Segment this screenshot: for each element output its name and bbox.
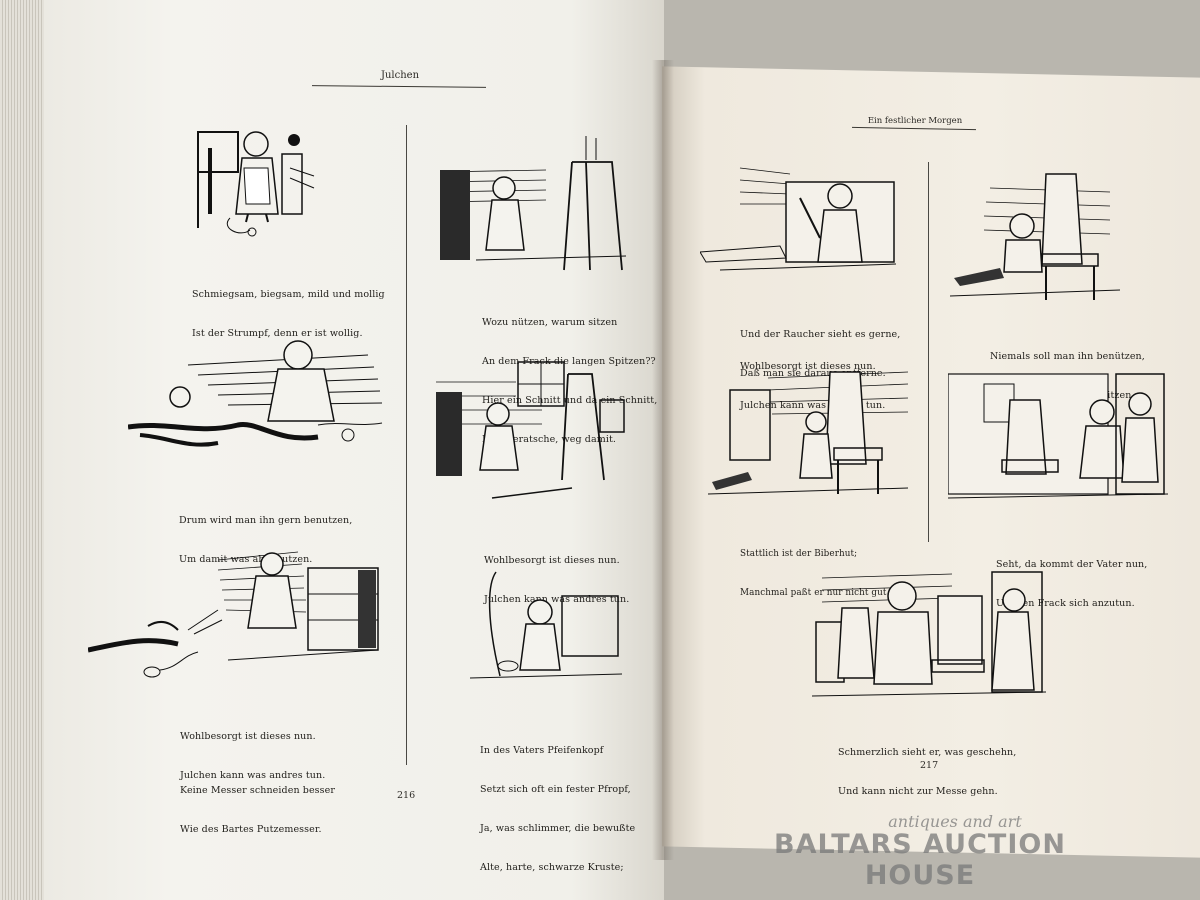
- auction-house-watermark: antiques and art BALTARS AUCTION HOUSE: [720, 812, 1120, 891]
- watermark-title: BALTARS AUCTION HOUSE: [774, 829, 1066, 891]
- left-column-divider: [406, 125, 407, 765]
- left-page: [44, 0, 664, 900]
- illustration-julchen-with-tailcoat: [432, 352, 637, 502]
- illustration-julchen-at-dresser: [88, 540, 388, 690]
- right-page-number: 217: [920, 760, 939, 771]
- gutter-shadow: [652, 60, 674, 860]
- left-page-number: 216: [397, 790, 416, 801]
- illustration-julchen-with-pipe: [466, 566, 626, 691]
- left-col2-verse-2: Wohlbesorgt ist dieses nun. Julchen kann…: [484, 555, 630, 605]
- illustration-father-dismayed: [812, 568, 1048, 706]
- illustration-julchen-polishing-boots: [128, 325, 392, 460]
- left-col1-verse-1: Schmiegsam, biegsam, mild und mollig Ist…: [192, 289, 385, 339]
- illustration-julchen-sewing: [190, 118, 320, 248]
- right-col1-verse-1: Und der Raucher sieht es gerne, Daß man …: [740, 329, 901, 379]
- watermark-subtitle: antiques and art: [888, 812, 1022, 831]
- right-column-divider: [928, 162, 929, 542]
- left-running-head: Julchen: [380, 70, 420, 81]
- left-col2-verse-1: Wozu nützen, warum sitzen An dem Frack d…: [482, 317, 658, 445]
- illustration-julchen-cleaning-pipe: [700, 158, 900, 283]
- illustration-julchen-cutting-frock: [436, 132, 632, 277]
- left-col1-verse-4: Keine Messer schneiden besser Wie des Ba…: [180, 785, 335, 835]
- illustration-julchen-on-chair: [950, 168, 1125, 308]
- right-bottom-verse: Schmerzlich sieht er, was geschehn, Und …: [838, 747, 1017, 797]
- page-edges: [0, 0, 48, 900]
- right-running-head: Ein festlicher Morgen: [867, 116, 963, 126]
- illustration-julchen-with-top-hat: [708, 368, 913, 503]
- right-col1-verse-3: Stattlich ist der Biberhut; Manchmal paß…: [740, 549, 890, 598]
- left-col2-verse-3: In des Vaters Pfeifenkopf Setzt sich oft…: [480, 745, 636, 873]
- illustration-father-enters: [948, 364, 1170, 506]
- left-col1-verse-3: Wohlbesorgt ist dieses nun. Julchen kann…: [180, 731, 326, 781]
